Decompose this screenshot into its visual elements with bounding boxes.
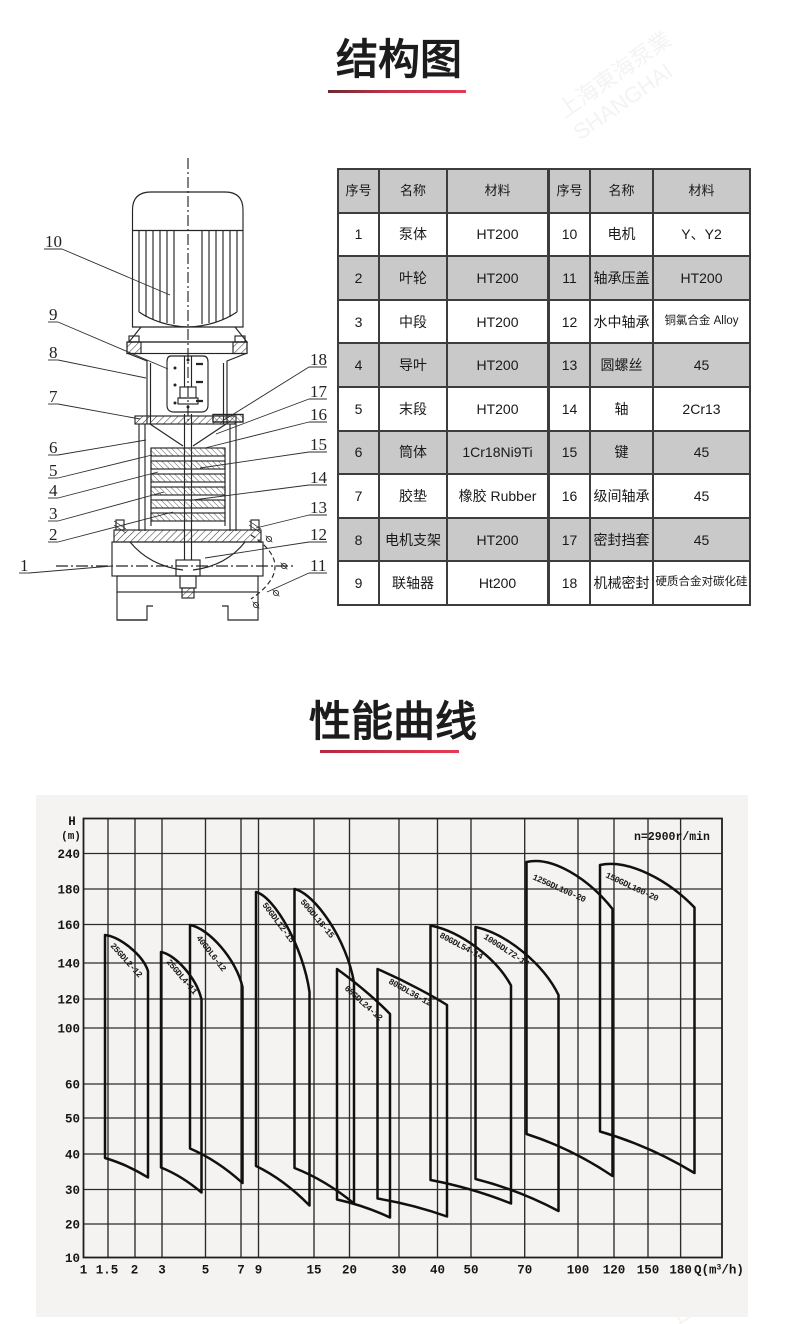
svg-text:100: 100 [567,1264,590,1278]
svg-text:17: 17 [310,382,328,401]
svg-text:18: 18 [310,350,327,369]
svg-text:3: 3 [49,504,58,523]
svg-text:5: 5 [202,1264,210,1278]
svg-text:2: 2 [49,525,58,544]
svg-text:140: 140 [57,958,80,972]
svg-text:6: 6 [49,438,58,457]
svg-text:180: 180 [669,1264,692,1278]
svg-text:20: 20 [65,1219,80,1233]
svg-text:50: 50 [463,1264,478,1278]
svg-text:150: 150 [637,1264,660,1278]
svg-text:60: 60 [65,1079,80,1093]
svg-text:15: 15 [310,435,327,454]
svg-text:180: 180 [57,884,80,898]
svg-text:(m): (m) [61,831,81,843]
svg-text:9: 9 [49,305,58,324]
svg-text:11: 11 [310,556,326,575]
svg-text:4: 4 [49,481,58,500]
svg-text:100: 100 [57,1023,80,1037]
svg-text:30: 30 [391,1264,406,1278]
svg-text:8: 8 [49,343,58,362]
svg-text:15: 15 [306,1264,321,1278]
svg-text:14: 14 [310,468,328,487]
svg-text:40: 40 [430,1264,445,1278]
svg-text:10: 10 [45,232,62,251]
svg-text:30: 30 [65,1184,80,1198]
svg-text:H: H [68,815,76,829]
svg-text:240: 240 [57,848,80,862]
svg-text:2: 2 [131,1264,139,1278]
svg-text:7: 7 [49,387,58,406]
svg-text:Q(m3/h): Q(m3/h) [694,1264,744,1278]
svg-text:50: 50 [65,1113,80,1127]
svg-text:12: 12 [310,525,327,544]
svg-text:13: 13 [310,498,327,517]
svg-text:3: 3 [158,1264,166,1278]
svg-text:9: 9 [255,1264,263,1278]
svg-text:70: 70 [517,1264,532,1278]
svg-text:120: 120 [603,1264,626,1278]
svg-text:40: 40 [65,1149,80,1163]
svg-text:160: 160 [57,919,80,933]
svg-text:20: 20 [342,1264,357,1278]
svg-text:10: 10 [65,1252,80,1266]
svg-text:1.5: 1.5 [96,1264,119,1278]
svg-text:n=2900r/min: n=2900r/min [634,831,710,844]
svg-text:1: 1 [80,1264,88,1278]
svg-text:7: 7 [237,1264,245,1278]
svg-text:120: 120 [57,994,80,1008]
svg-text:5: 5 [49,461,58,480]
svg-text:1: 1 [20,556,29,575]
svg-text:16: 16 [310,405,327,424]
